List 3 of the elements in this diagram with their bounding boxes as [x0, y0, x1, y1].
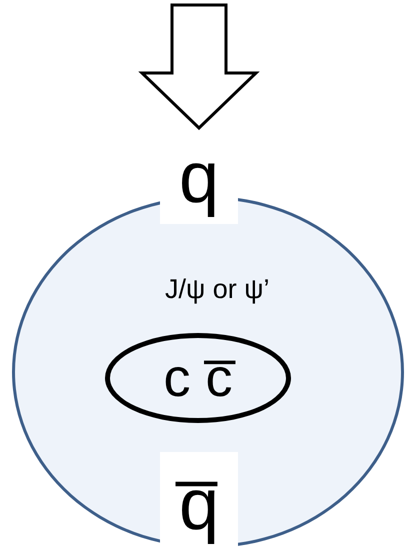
particle-label: J/ψ or ψ’ — [165, 273, 270, 306]
block-arrow — [138, 4, 260, 130]
pair-ellipse — [105, 333, 291, 423]
